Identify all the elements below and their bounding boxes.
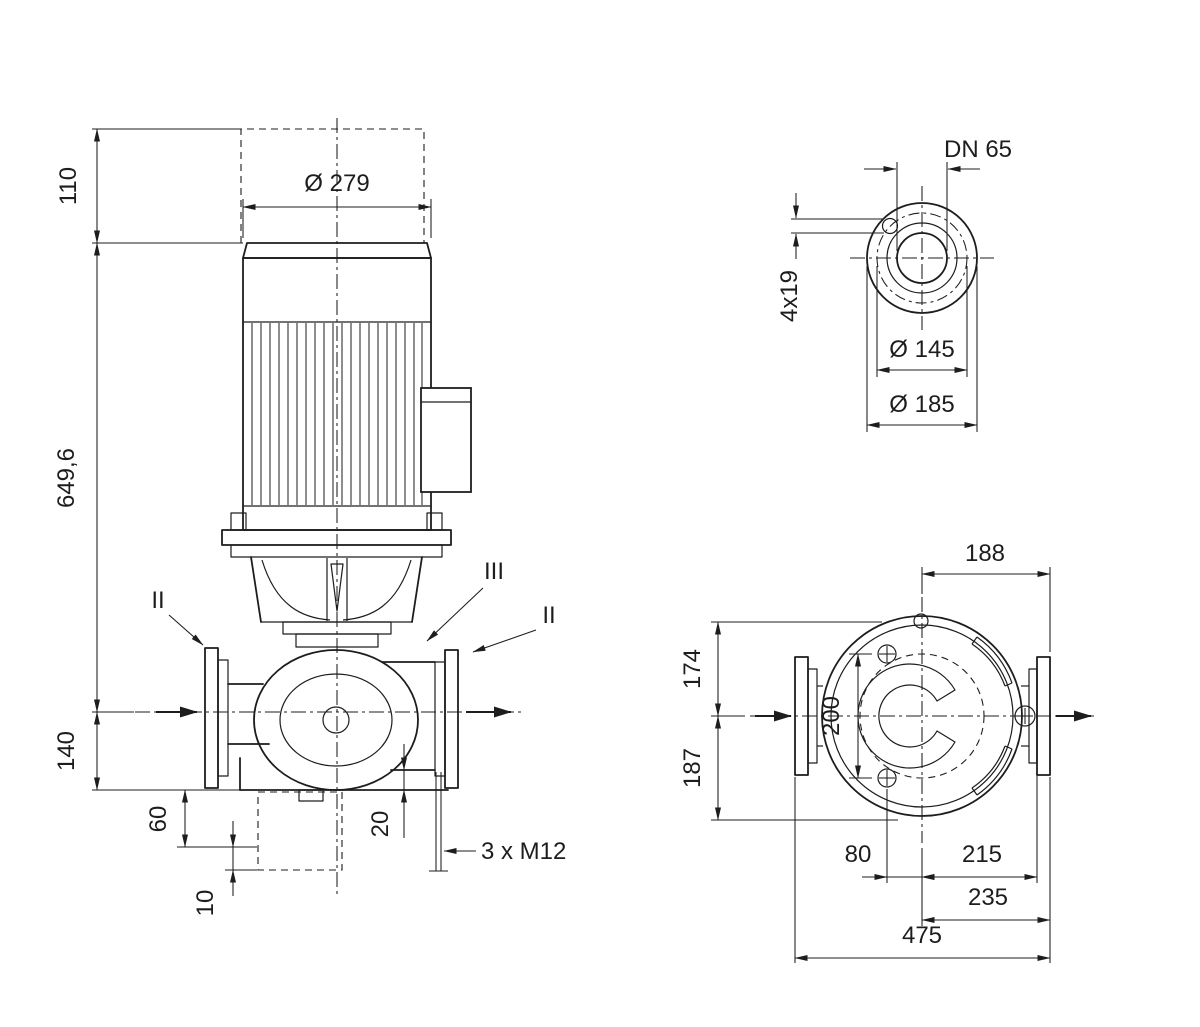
lantern bbox=[250, 556, 423, 648]
bolt-circle bbox=[876, 212, 968, 304]
motor-flange-assembly bbox=[221, 512, 452, 558]
flange-centerlines bbox=[850, 186, 994, 330]
section-label-center: III bbox=[484, 558, 504, 585]
dim-475-label: 475 bbox=[902, 922, 942, 949]
foundation-outline bbox=[257, 791, 343, 871]
section-label-right: II bbox=[542, 602, 555, 629]
dim-215-label: 215 bbox=[962, 841, 1002, 868]
front-view: 110 649,6 140 Ø 279 60 10 20 bbox=[53, 118, 566, 916]
dimensions-flange: DN 65 4x19 Ø 145 Ø 185 bbox=[776, 136, 1012, 432]
dim-80-label: 80 bbox=[845, 841, 872, 868]
discharge-flange-top bbox=[1021, 656, 1051, 776]
motor-stool-outline bbox=[857, 663, 956, 769]
dim-total-height-label: 649,6 bbox=[53, 448, 80, 508]
flange-view: DN 65 4x19 Ø 145 Ø 185 bbox=[776, 136, 1012, 432]
shaft-tip bbox=[330, 563, 344, 612]
flange-holes-label: 4x19 bbox=[776, 270, 803, 322]
section-labels: II II III bbox=[151, 558, 556, 653]
motor bbox=[242, 242, 472, 531]
drain-stub bbox=[298, 789, 324, 802]
dim-20-label: 20 bbox=[367, 811, 394, 838]
discharge-flange-front bbox=[434, 649, 459, 789]
flange-outer-diameter-label: Ø 185 bbox=[889, 391, 954, 418]
dim-174-label: 174 bbox=[679, 649, 706, 689]
anchor-bolts-label: 3 x M12 bbox=[481, 838, 566, 865]
dim-60-label: 60 bbox=[145, 806, 172, 833]
top-centerlines bbox=[750, 597, 1094, 843]
flange-bolt-circle-label: Ø 145 bbox=[889, 336, 954, 363]
top-view: 188 174 187 200 80 bbox=[679, 540, 1094, 963]
volute-top bbox=[821, 613, 1036, 817]
flange-nominal-label: DN 65 bbox=[944, 136, 1012, 163]
bore-circle bbox=[896, 232, 948, 284]
dim-187-label: 187 bbox=[679, 748, 706, 788]
suction-flange-front bbox=[204, 647, 229, 789]
dim-10-label: 10 bbox=[192, 890, 219, 917]
dim-110-label: 110 bbox=[55, 167, 82, 205]
anchor-stud bbox=[429, 772, 448, 872]
mounting-holes bbox=[877, 644, 1036, 788]
suction-flange-top bbox=[794, 656, 823, 776]
front-centerlines bbox=[135, 118, 524, 897]
dim-235-label: 235 bbox=[968, 884, 1008, 911]
pump-casing bbox=[227, 649, 449, 802]
dimensions-top: 188 174 187 200 80 bbox=[679, 540, 1051, 963]
clearance-outline bbox=[240, 128, 425, 243]
dim-140-label: 140 bbox=[53, 731, 80, 771]
dim-188-label: 188 bbox=[965, 540, 1005, 567]
casing-slots bbox=[971, 636, 1013, 796]
section-label-left: II bbox=[151, 587, 164, 614]
vent-plug bbox=[913, 613, 929, 629]
terminal-box bbox=[420, 387, 472, 493]
dim-200-label: 200 bbox=[818, 696, 845, 736]
dimensions-front: 110 649,6 140 Ø 279 60 10 20 bbox=[53, 128, 566, 917]
dim-motor-diameter-label: Ø 279 bbox=[304, 170, 369, 197]
